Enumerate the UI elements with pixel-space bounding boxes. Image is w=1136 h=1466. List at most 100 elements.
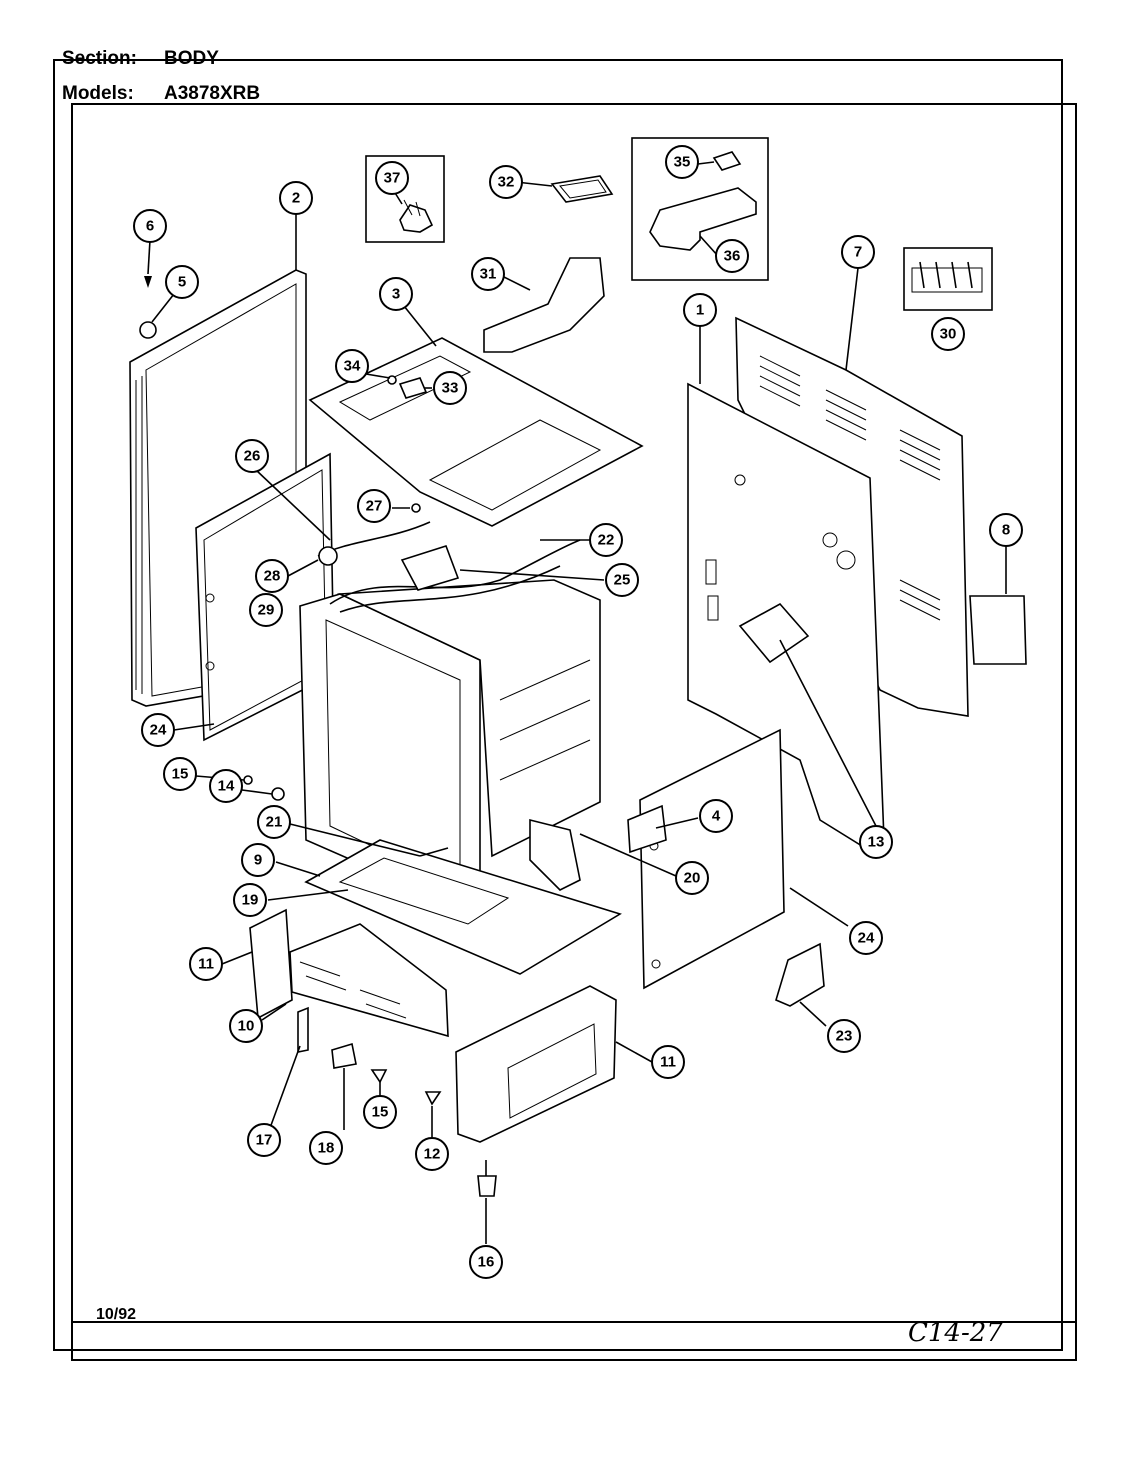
section-value: BODY <box>164 48 219 69</box>
svg-text:25: 25 <box>614 572 631 589</box>
svg-text:29: 29 <box>258 602 275 619</box>
part-top-panel-3 <box>308 337 644 527</box>
svg-text:33: 33 <box>442 380 459 397</box>
callout-18: 18 <box>309 1131 343 1165</box>
part-21 <box>419 847 449 857</box>
footer-date: 10/92 <box>96 1306 137 1323</box>
callout-9: 9 <box>241 843 275 877</box>
callout-11-left: 11 <box>189 947 223 981</box>
callout-4: 4 <box>699 799 733 833</box>
svg-text:24: 24 <box>858 930 875 947</box>
part-4 <box>627 804 667 854</box>
svg-text:21: 21 <box>266 814 283 831</box>
callout-15-upper: 15 <box>163 757 197 791</box>
callout-5: 5 <box>165 265 199 299</box>
svg-text:37: 37 <box>384 170 401 187</box>
callout-36: 36 <box>715 239 749 273</box>
svg-text:17: 17 <box>256 1132 273 1149</box>
models-value: A3878XRB <box>164 83 261 104</box>
diagram-inner-border <box>71 103 1077 1361</box>
callout-1: 1 <box>683 293 717 327</box>
callout-7: 7 <box>841 235 875 269</box>
svg-text:5: 5 <box>178 274 186 291</box>
callout-32: 32 <box>489 165 523 199</box>
svg-text:20: 20 <box>684 870 701 887</box>
callout-25: 25 <box>605 563 639 597</box>
part-strip-30 <box>911 261 983 293</box>
callout-12: 12 <box>415 1137 449 1171</box>
models-label: Models: <box>62 83 134 104</box>
callout-28: 28 <box>255 559 289 593</box>
svg-text:15: 15 <box>172 766 189 783</box>
callout-8: 8 <box>989 513 1023 547</box>
svg-text:19: 19 <box>242 892 259 909</box>
svg-text:9: 9 <box>254 852 262 869</box>
part-knob-5 <box>139 321 157 339</box>
svg-text:4: 4 <box>712 808 721 825</box>
callout-15-lower: 15 <box>363 1095 397 1129</box>
diagram-border <box>53 59 1063 1351</box>
svg-text:27: 27 <box>366 498 383 515</box>
callout-11-right: 11 <box>651 1045 685 1079</box>
svg-text:31: 31 <box>480 266 497 283</box>
inset-box-37 <box>365 155 445 243</box>
part-19 <box>338 857 510 925</box>
callout-26: 26 <box>235 439 269 473</box>
svg-text:13: 13 <box>868 834 885 851</box>
callout-24-right: 24 <box>849 921 883 955</box>
callout-23: 23 <box>827 1019 861 1053</box>
part-screw-15-upper <box>243 775 253 785</box>
callout-19: 19 <box>233 883 267 917</box>
part-wire-harness-22 <box>329 539 581 613</box>
footer-handwritten-code: C14-27 <box>908 1318 1003 1348</box>
part-screw-15-lower <box>370 1069 388 1084</box>
callout-33: 33 <box>433 371 467 405</box>
part-base-10 <box>249 908 449 1038</box>
part-17 <box>297 1006 309 1053</box>
part-pad-32 <box>550 175 614 203</box>
part-clip-37 <box>399 199 434 233</box>
svg-text:24: 24 <box>150 722 167 739</box>
part-side-panel-24-right <box>639 728 785 990</box>
callout-13: 13 <box>859 825 893 859</box>
svg-text:11: 11 <box>198 956 214 973</box>
svg-text:18: 18 <box>318 1140 335 1157</box>
inset-box-30 <box>903 247 993 311</box>
callout-3: 3 <box>379 277 413 311</box>
svg-text:23: 23 <box>836 1028 853 1045</box>
svg-text:15: 15 <box>372 1104 389 1121</box>
part-14 <box>271 787 285 801</box>
inset-box-35-36 <box>631 137 769 281</box>
part-cover-8 <box>969 595 1027 665</box>
part-bottom-pan-9 <box>304 839 622 975</box>
svg-text:26: 26 <box>244 448 261 465</box>
svg-text:22: 22 <box>598 532 615 549</box>
part-18 <box>331 1042 357 1069</box>
leader-lines <box>147 161 1007 1244</box>
callout-34: 34 <box>335 349 369 383</box>
section-heading: Section:BODY <box>62 48 219 70</box>
svg-text:12: 12 <box>424 1146 441 1163</box>
callout-group: 1 2 3 4 5 6 7 8 9 10 11 11 12 13 14 15 1… <box>133 145 1023 1279</box>
part-29 <box>318 546 338 566</box>
callout-16: 16 <box>469 1245 503 1279</box>
svg-text:2: 2 <box>292 190 300 207</box>
part-clip-35 <box>712 151 742 171</box>
part-27 <box>411 503 421 513</box>
svg-text:34: 34 <box>344 358 361 375</box>
part-screw-6 <box>144 276 152 288</box>
callout-29: 29 <box>249 593 283 627</box>
callout-14: 14 <box>209 769 243 803</box>
callout-10: 10 <box>229 1009 263 1043</box>
part-13 <box>738 602 810 664</box>
callout-21: 21 <box>257 805 291 839</box>
callout-22: 22 <box>589 523 623 557</box>
part-bracket-36 <box>649 187 757 251</box>
svg-text:8: 8 <box>1002 522 1010 539</box>
callout-20: 20 <box>675 861 709 895</box>
callout-31: 31 <box>471 257 505 291</box>
callout-35: 35 <box>665 145 699 179</box>
part-25 <box>400 545 460 591</box>
part-oven-cavity <box>299 579 601 918</box>
